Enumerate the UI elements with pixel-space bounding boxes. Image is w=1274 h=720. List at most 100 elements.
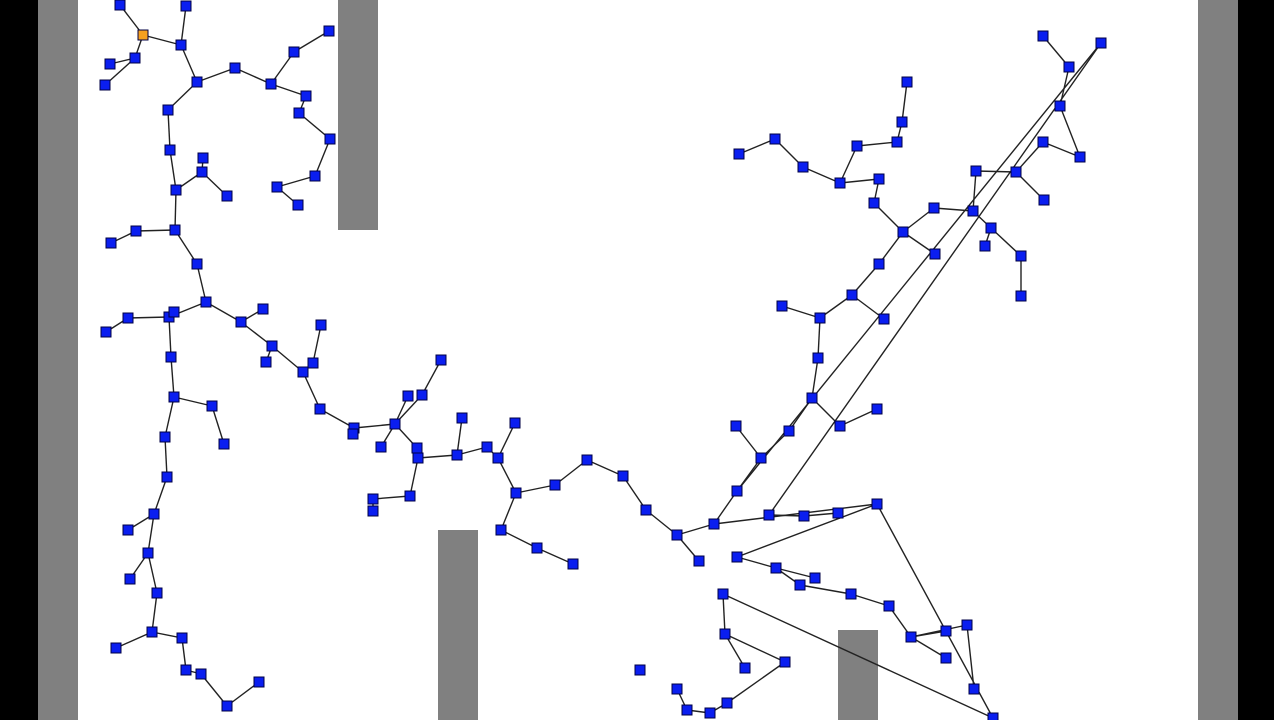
tree-node: [451, 449, 463, 461]
tree-node: [1037, 30, 1049, 42]
tree-node: [567, 558, 579, 570]
tree-edge: [302, 371, 321, 410]
tree-edge: [724, 633, 786, 663]
tree-node: [834, 177, 846, 189]
tree-node: [260, 356, 272, 368]
tree-node: [549, 479, 561, 491]
tree-edge: [168, 316, 172, 358]
tree-edge: [372, 495, 411, 500]
tree-node: [617, 470, 629, 482]
tree-edge: [811, 357, 819, 399]
tree-node: [671, 529, 683, 541]
right-frame-border: [1238, 0, 1248, 720]
tree-edge: [736, 556, 777, 569]
tree-node: [389, 418, 401, 430]
tree-edge: [180, 5, 187, 46]
tree-node: [721, 697, 733, 709]
tree-node: [704, 707, 716, 719]
tree-edge: [319, 408, 355, 429]
tree-node: [161, 471, 173, 483]
tree-node: [809, 572, 821, 584]
wall-upper-pillar: [338, 0, 378, 230]
tree-node: [834, 420, 846, 432]
tree-edge: [622, 475, 647, 511]
tree-node: [200, 296, 212, 308]
tree-edge: [738, 138, 776, 155]
tree-node: [510, 487, 522, 499]
tree-node: [581, 454, 593, 466]
tree-node: [1095, 37, 1107, 49]
tree-edge: [736, 503, 878, 558]
tree-edge: [456, 417, 463, 456]
tree-node: [151, 587, 163, 599]
tree-node: [797, 161, 809, 173]
tree-node: [987, 712, 999, 720]
tree-node: [170, 184, 182, 196]
tree-node: [402, 390, 414, 402]
tree-node: [180, 664, 192, 676]
tree-node: [347, 428, 359, 440]
tree-node: [307, 357, 319, 369]
tree-node: [309, 170, 321, 182]
tree-node: [481, 441, 493, 453]
tree-edge: [901, 81, 908, 123]
tree-node: [979, 240, 991, 252]
tree-node: [435, 354, 447, 366]
tree-edge: [270, 83, 307, 97]
tree-node: [293, 107, 305, 119]
tree-node: [940, 652, 952, 664]
tree-node: [755, 452, 767, 464]
tree-edge: [353, 423, 396, 429]
tree-node: [531, 542, 543, 554]
tree-edge: [170, 356, 175, 398]
tree-edge: [839, 408, 878, 427]
tree-edge: [211, 405, 225, 445]
tree-node: [928, 202, 940, 214]
tree-node: [110, 642, 122, 654]
tree-node: [323, 25, 335, 37]
tree-node: [871, 403, 883, 415]
tree-node: [1054, 100, 1066, 112]
tree-node: [640, 504, 652, 516]
tree-node: [1037, 136, 1049, 148]
tree-node: [253, 676, 265, 688]
tree-node: [873, 173, 885, 185]
tree-node: [180, 0, 192, 12]
tree-node: [218, 438, 230, 450]
tree-node: [896, 116, 908, 128]
tree-node: [733, 148, 745, 160]
tree-node: [105, 237, 117, 249]
tree-node: [769, 133, 781, 145]
tree-node: [99, 79, 111, 91]
tree-node: [814, 312, 826, 324]
tree-node: [122, 312, 134, 324]
tree-node: [124, 573, 136, 585]
tree-node: [195, 668, 207, 680]
tree-edge: [722, 593, 726, 635]
tree-edge: [314, 138, 331, 177]
wall-right: [1198, 0, 1238, 720]
tree-node: [146, 626, 158, 638]
tree-node: [142, 547, 154, 559]
tree-edge: [781, 305, 821, 319]
tree-node: [717, 588, 729, 600]
tree-node: [846, 289, 858, 301]
tree-node: [1015, 290, 1027, 302]
tree-node: [832, 507, 844, 519]
tree-node: [404, 490, 416, 502]
tree-node: [730, 420, 742, 432]
tree-edge: [713, 503, 878, 525]
tree-node: [148, 508, 160, 520]
tree-node: [731, 551, 743, 563]
tree-node: [297, 366, 309, 378]
tree-edge: [135, 229, 176, 232]
tree-node: [940, 625, 952, 637]
tree-edge: [856, 141, 898, 147]
tree-node: [812, 352, 824, 364]
tree-edge: [312, 324, 322, 364]
tree-node: [961, 619, 973, 631]
tree-node: [159, 431, 171, 443]
tree-edge: [417, 454, 458, 459]
tree-node: [495, 524, 507, 536]
